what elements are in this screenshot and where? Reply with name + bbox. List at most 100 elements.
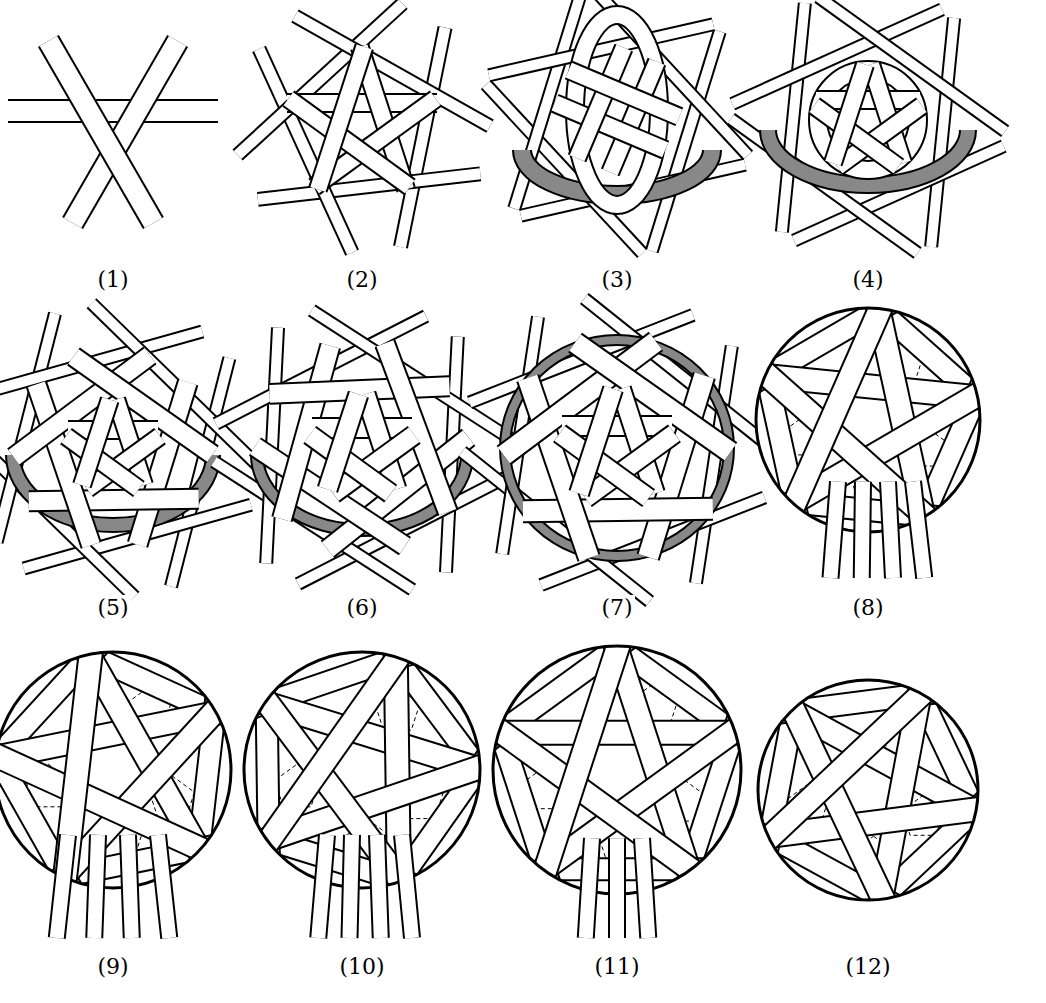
strip-body	[888, 482, 893, 578]
strip-body	[128, 835, 132, 938]
step-number: (4)	[850, 267, 885, 293]
strip-body	[401, 28, 446, 248]
step-4-weave	[731, 0, 1005, 253]
strip-body	[48, 41, 153, 223]
strip-body	[251, 634, 414, 865]
strip-edge	[57, 835, 68, 938]
strip-body	[782, 3, 805, 232]
strip-edge	[831, 482, 839, 578]
strip-edge	[328, 394, 359, 489]
step-7-weave	[462, 299, 772, 602]
strip-edge	[586, 838, 592, 938]
strip-edge	[523, 509, 713, 512]
strip-edge	[401, 28, 446, 248]
strip-body	[318, 47, 364, 190]
strip-body	[569, 70, 680, 117]
strip-edge	[862, 482, 863, 578]
ball-outline	[758, 680, 978, 900]
step-number: (11)	[592, 954, 641, 980]
strip-body	[0, 743, 227, 861]
step-5-weave	[0, 303, 260, 597]
step-number: (12)	[843, 954, 892, 980]
strip-body	[94, 835, 98, 938]
strip-body	[258, 174, 481, 200]
strip-edge	[402, 835, 412, 938]
ball-outline	[0, 652, 231, 888]
strip-edge	[377, 835, 381, 938]
strip-edge	[249, 678, 419, 905]
strip-edge	[318, 835, 327, 938]
step-3-weave	[486, 0, 748, 253]
strip-body	[913, 482, 924, 578]
strip-body	[29, 499, 199, 501]
strip-body	[189, 628, 224, 933]
strip-body	[755, 633, 808, 914]
strip-edge	[833, 64, 865, 163]
woven-ball	[700, 623, 1032, 952]
step-number: (9)	[95, 954, 130, 980]
strip-edge	[569, 70, 680, 117]
strip-body	[318, 835, 327, 938]
strip-body	[523, 509, 713, 512]
strip-body	[249, 678, 419, 905]
woven-ball	[697, 256, 1036, 589]
strip-edge	[577, 48, 624, 159]
step-number: (10)	[337, 954, 386, 980]
strip-body	[610, 838, 624, 938]
strip-edge	[189, 628, 224, 933]
step-number: (3)	[599, 267, 634, 293]
strip-edge	[8, 99, 218, 123]
strip-body	[715, 684, 999, 721]
strip-edge	[642, 838, 648, 938]
woven-ball	[428, 595, 805, 954]
step-number: (7)	[599, 595, 634, 621]
step-number: (8)	[850, 595, 885, 621]
strip-edge	[258, 174, 481, 200]
strip-body	[642, 838, 648, 938]
step-number: (6)	[344, 595, 379, 621]
strip-edge	[158, 835, 169, 938]
strip-body	[862, 482, 863, 578]
strip-edge	[82, 400, 110, 486]
strip-edge	[251, 634, 414, 865]
step-1-weave	[8, 41, 218, 223]
strip-edge	[913, 482, 924, 578]
strip-body	[579, 389, 613, 494]
strip-body	[816, 92, 920, 108]
strip-edge	[318, 47, 364, 190]
strip-edge	[128, 835, 132, 938]
strip-edge	[931, 18, 954, 247]
strip-body	[749, 675, 941, 856]
step-number: (2)	[344, 267, 379, 293]
strip-edge	[350, 835, 353, 938]
strip-edge	[755, 633, 808, 914]
ball-weave	[697, 256, 1036, 589]
strip-body	[8, 101, 218, 121]
strip-body	[265, 618, 269, 925]
strip-body	[402, 835, 412, 938]
ball-weave	[700, 623, 1032, 952]
step-number: (5)	[95, 595, 130, 621]
step-number: (1)	[95, 267, 130, 293]
strip-body	[377, 835, 381, 938]
strip-body	[328, 394, 359, 489]
strip-body	[586, 838, 592, 938]
ball-weave	[428, 595, 805, 954]
strip-edge	[29, 499, 199, 501]
strip-edge	[579, 389, 613, 494]
strip-body	[831, 482, 839, 578]
strip-body	[270, 386, 450, 394]
strip-edge	[48, 41, 153, 223]
strip-edge	[270, 386, 450, 394]
step-2-weave	[238, 4, 490, 253]
strip-body	[833, 64, 865, 163]
strip-body	[562, 417, 672, 435]
strip-edge	[888, 482, 893, 578]
strip-body	[57, 835, 68, 938]
strip-edge	[94, 835, 98, 938]
strip-body	[577, 48, 624, 159]
strip-body	[158, 835, 169, 938]
strip-body	[931, 18, 954, 247]
strip-body	[82, 400, 110, 486]
